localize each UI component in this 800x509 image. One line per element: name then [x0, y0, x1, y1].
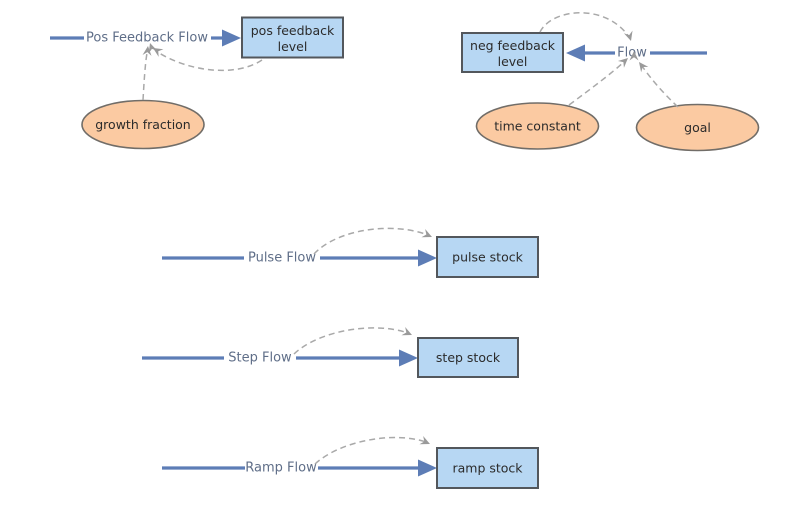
- converter-label: time constant: [494, 119, 581, 134]
- converter-growth-fraction[interactable]: growth fraction: [81, 99, 205, 150]
- dependency-level-to-flow[interactable]: [539, 12, 630, 38]
- stock-pos-feedback-level[interactable]: pos feedback level: [241, 16, 344, 59]
- converter-ellipse: [475, 102, 600, 150]
- dependency-time-constant-to-flow[interactable]: [568, 60, 626, 106]
- flow-arrowhead-icon: [399, 349, 418, 367]
- stock-label: pulse stock: [452, 250, 523, 265]
- dependency-arrowhead-icon: [623, 30, 636, 43]
- stock-step-stock[interactable]: step stock: [417, 337, 519, 378]
- dependency-growth-fraction-to-flow[interactable]: [142, 52, 148, 101]
- stock-box: [436, 447, 539, 489]
- flow-label: Ramp Flow: [245, 461, 317, 476]
- flow-label: Step Flow: [228, 351, 292, 366]
- pos-feedback-cluster: Pos Feedback Flow pos feedback level gro…: [50, 16, 344, 150]
- step-cluster: Step Flow step stock: [142, 327, 519, 378]
- stock-box: [417, 337, 519, 378]
- dependency-arrowhead-icon: [421, 229, 434, 242]
- converter-label: growth fraction: [95, 117, 190, 132]
- stock-label-line1: pos feedback: [251, 23, 335, 38]
- dependency-flow-to-step-stock[interactable]: [293, 327, 409, 355]
- neg-feedback-cluster: neg feedback level Flow time constant go…: [461, 12, 760, 152]
- stock-label: ramp stock: [452, 461, 523, 476]
- dependency-arrowhead-icon: [419, 436, 432, 449]
- pulse-flow[interactable]: Pulse Flow: [162, 249, 437, 267]
- dependency-arrowhead-icon: [635, 59, 649, 73]
- ramp-cluster: Ramp Flow ramp stock: [162, 436, 539, 489]
- stock-ramp-stock[interactable]: ramp stock: [436, 447, 539, 489]
- converter-ellipse: [81, 99, 205, 150]
- stock-label-line2: level: [498, 54, 528, 69]
- converter-time-constant[interactable]: time constant: [475, 102, 600, 150]
- dependency-level-to-flow[interactable]: [155, 50, 263, 72]
- dependency-flow-to-pulse-stock[interactable]: [313, 227, 429, 255]
- dependency-arrowhead-icon: [401, 327, 414, 340]
- neg-feedback-flow[interactable]: Flow: [566, 44, 707, 62]
- stock-box: [461, 32, 564, 73]
- converter-label: goal: [684, 120, 711, 135]
- step-flow[interactable]: Step Flow: [142, 349, 418, 367]
- flow-arrowhead-icon: [418, 459, 437, 477]
- pulse-cluster: Pulse Flow pulse stock: [162, 227, 539, 278]
- flow-arrowhead-icon: [418, 249, 437, 267]
- flow-label: Flow: [617, 46, 647, 61]
- stock-box: [436, 236, 539, 278]
- flow-arrowhead-icon: [566, 44, 585, 62]
- converter-ellipse: [635, 103, 760, 152]
- dependency-flow-to-ramp-stock[interactable]: [314, 436, 427, 465]
- dependency-goal-to-flow[interactable]: [641, 65, 679, 108]
- stock-box: [241, 16, 344, 59]
- ramp-flow[interactable]: Ramp Flow: [162, 459, 437, 477]
- pos-feedback-flow[interactable]: Pos Feedback Flow: [50, 29, 241, 47]
- stock-label-line1: neg feedback: [470, 38, 556, 53]
- stock-label: step stock: [436, 350, 501, 365]
- stock-label-line2: level: [278, 39, 308, 54]
- stock-neg-feedback-level[interactable]: neg feedback level: [461, 32, 564, 73]
- converter-goal[interactable]: goal: [635, 103, 760, 152]
- stock-pulse-stock[interactable]: pulse stock: [436, 236, 539, 278]
- flow-label: Pos Feedback Flow: [86, 31, 208, 46]
- flow-label: Pulse Flow: [248, 251, 316, 266]
- flow-arrowhead-icon: [222, 29, 241, 47]
